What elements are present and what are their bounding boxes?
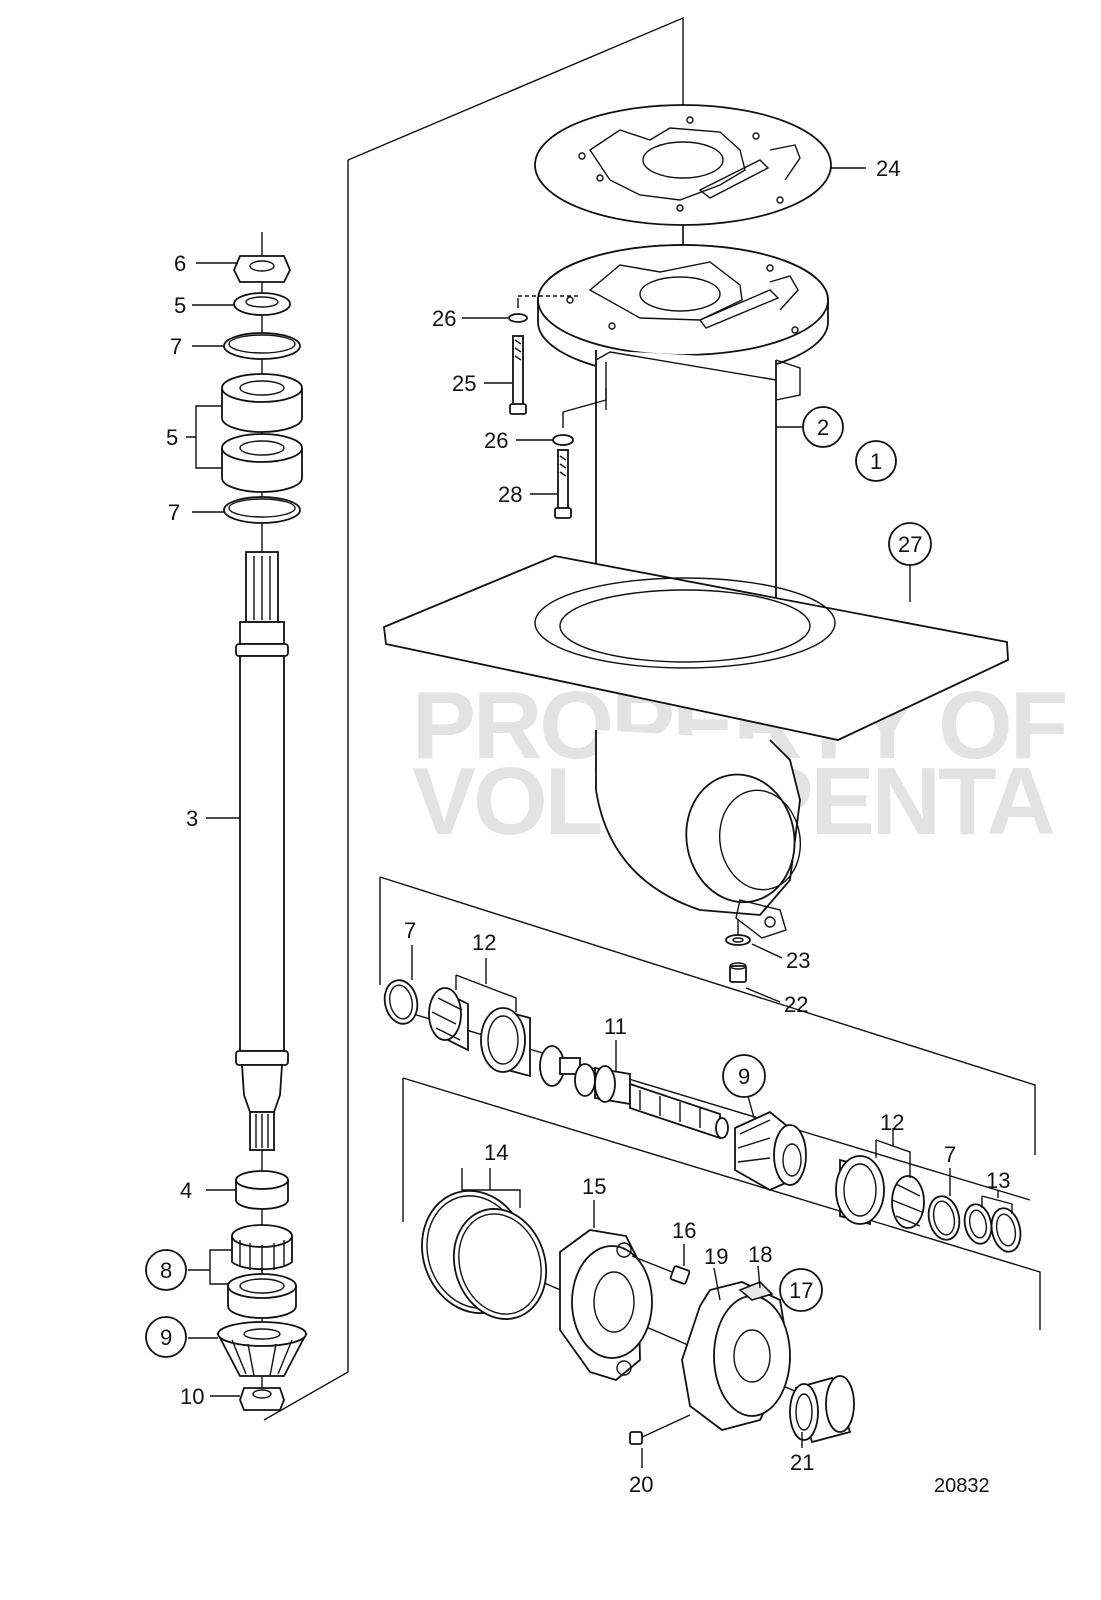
base-plate-27 [383, 555, 1009, 741]
housing-screw-22-washer-23 [725, 920, 751, 983]
callout-7-lower: 7 [168, 500, 180, 525]
callout-7-right-ring: 7 [944, 1142, 956, 1167]
callout-17: 17 [789, 1278, 813, 1303]
callout-3: 3 [186, 806, 198, 831]
callout-25: 25 [452, 371, 476, 396]
callout-5-washer: 5 [174, 293, 186, 318]
callout-16: 16 [672, 1218, 696, 1243]
callout-9-left: 9 [160, 1325, 172, 1350]
callout-14: 14 [484, 1140, 508, 1165]
callout-10: 10 [180, 1384, 204, 1409]
horizontal-shaft-assembly [383, 979, 1031, 1253]
callout-8: 8 [160, 1258, 172, 1283]
callout-22: 22 [784, 992, 808, 1017]
callout-8-circle [145, 1249, 187, 1291]
callout-11: 11 [604, 1014, 627, 1039]
callout-23: 23 [786, 948, 810, 973]
bearing-cover-assembly [421, 1189, 855, 1445]
callout-4: 4 [180, 1178, 192, 1203]
part-number-callouts: 6 5 7 5 7 3 4 8 9 10 24 26 25 26 28 2 1 … [145, 156, 1010, 1497]
callout-7-upper: 7 [170, 334, 182, 359]
callout-26-upper: 26 [432, 306, 456, 331]
drawing-number: 20832 [934, 1475, 990, 1497]
callout-9-right: 9 [738, 1064, 750, 1089]
leader-lines [186, 167, 1013, 1468]
callout-9-left-circle [145, 1316, 187, 1358]
callout-19: 19 [704, 1244, 728, 1269]
callout-18: 18 [748, 1242, 772, 1267]
callout-2-circle [802, 406, 844, 448]
callout-21: 21 [790, 1450, 814, 1475]
callout-17-circle [779, 1268, 823, 1312]
callout-1-circle [855, 440, 897, 482]
callout-2: 2 [817, 415, 829, 440]
horizontal-shaft-frame [379, 876, 1041, 1330]
callout-6: 6 [174, 251, 186, 276]
flange-screws [508, 295, 607, 519]
callout-15: 15 [582, 1174, 606, 1199]
callout-7-left-ring: 7 [404, 918, 416, 943]
callout-28: 28 [498, 482, 522, 507]
callout-27: 27 [898, 532, 922, 557]
callout-20: 20 [629, 1472, 653, 1497]
top-gasket-24 [534, 104, 832, 226]
callout-1: 1 [870, 449, 882, 474]
callout-9-right-circle [722, 1054, 766, 1098]
callout-13: 13 [986, 1168, 1010, 1193]
callout-12-right: 12 [880, 1110, 904, 1135]
callout-5-bearings: 5 [166, 425, 178, 450]
vertical-shaft-assembly [216, 232, 308, 1411]
lower-elbow-housing [595, 730, 802, 939]
callout-24: 24 [876, 156, 900, 181]
callout-12-left: 12 [472, 930, 496, 955]
callout-27-circle [888, 522, 932, 566]
callout-26-lower: 26 [484, 428, 508, 453]
